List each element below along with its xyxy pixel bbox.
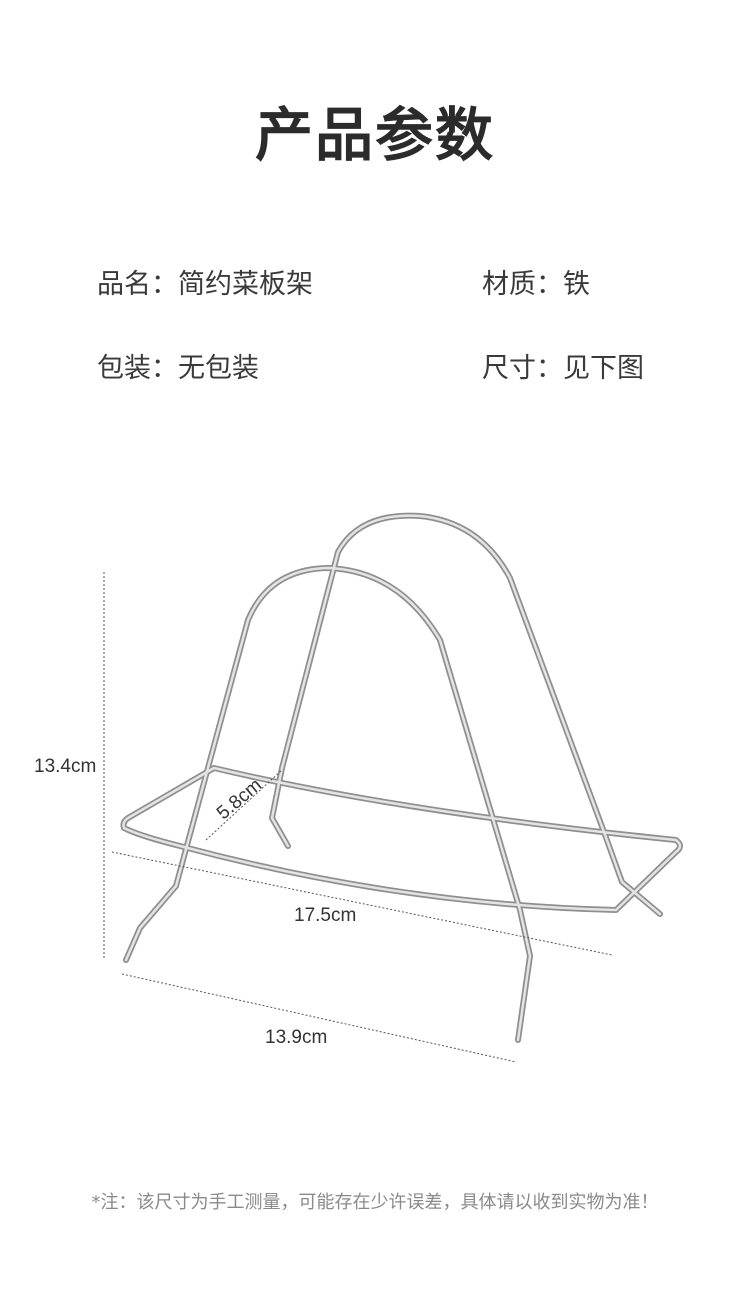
spec-name-value: 简约菜板架 [178, 269, 313, 300]
width-label: 17.5cm [294, 905, 357, 926]
spec-material-key: 材质： [482, 269, 563, 300]
base-dimension-line [121, 973, 517, 1063]
cutting-board-rack-diagram [103, 512, 683, 1063]
spec-product-name: 品名：简约菜板架 [97, 262, 313, 301]
dimension-lines [103, 572, 613, 1063]
spec-package-value: 无包装 [178, 353, 259, 384]
spec-size: 尺寸：见下图 [482, 346, 644, 385]
measurement-footnote: *注：该尺寸为手工测量，可能存在少许误差，具体请以收到实物为准！ [91, 1192, 659, 1213]
spec-package-key: 包装： [97, 353, 178, 384]
depth-dimension-line [205, 769, 283, 841]
spec-size-key: 尺寸： [482, 353, 563, 384]
spec-name-key: 品名： [97, 269, 178, 300]
spec-material: 材质：铁 [482, 262, 590, 301]
spec-size-value: 见下图 [563, 353, 644, 384]
base-length-label: 13.9cm [265, 1027, 328, 1048]
width-dimension-line [111, 851, 613, 956]
spec-material-value: 铁 [563, 269, 590, 300]
page-title: 产品参数 [254, 101, 495, 169]
height-label: 13.4cm [34, 756, 97, 777]
spec-package: 包装：无包装 [97, 346, 259, 385]
rack-wire-frame [120, 512, 683, 1043]
